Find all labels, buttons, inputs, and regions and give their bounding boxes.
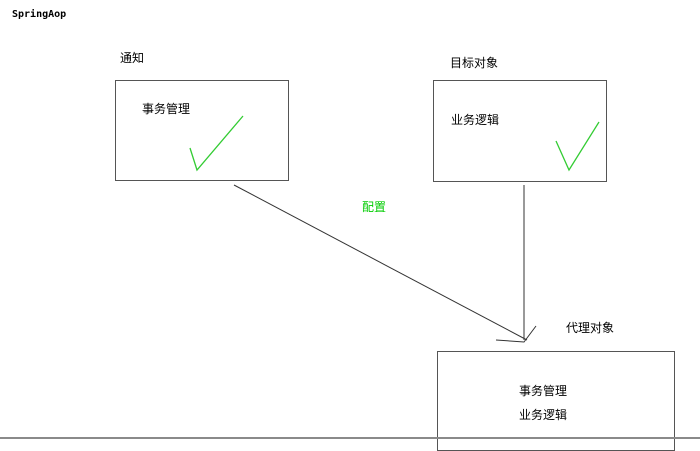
- advice-to-proxy-connector: [233, 184, 528, 341]
- proxy-object-box: [437, 351, 675, 451]
- arrowhead-icon: [495, 325, 537, 343]
- page-title: SpringAop: [12, 9, 67, 20]
- target-object-content: 业务逻辑: [451, 113, 500, 127]
- config-label: 配置: [362, 200, 387, 214]
- proxy-object-caption: 代理对象: [566, 321, 615, 335]
- advice-content: 事务管理: [142, 102, 191, 116]
- advice-caption: 通知: [120, 51, 145, 65]
- check-icon: [189, 115, 244, 172]
- check-icon: [555, 121, 600, 172]
- proxy-content-transaction: 事务管理: [519, 384, 568, 398]
- target-object-box: [433, 80, 607, 182]
- bottom-divider: [0, 437, 700, 439]
- target-object-caption: 目标对象: [450, 56, 499, 70]
- proxy-content-business: 业务逻辑: [519, 408, 568, 422]
- diagram-canvas: [189, 115, 600, 343]
